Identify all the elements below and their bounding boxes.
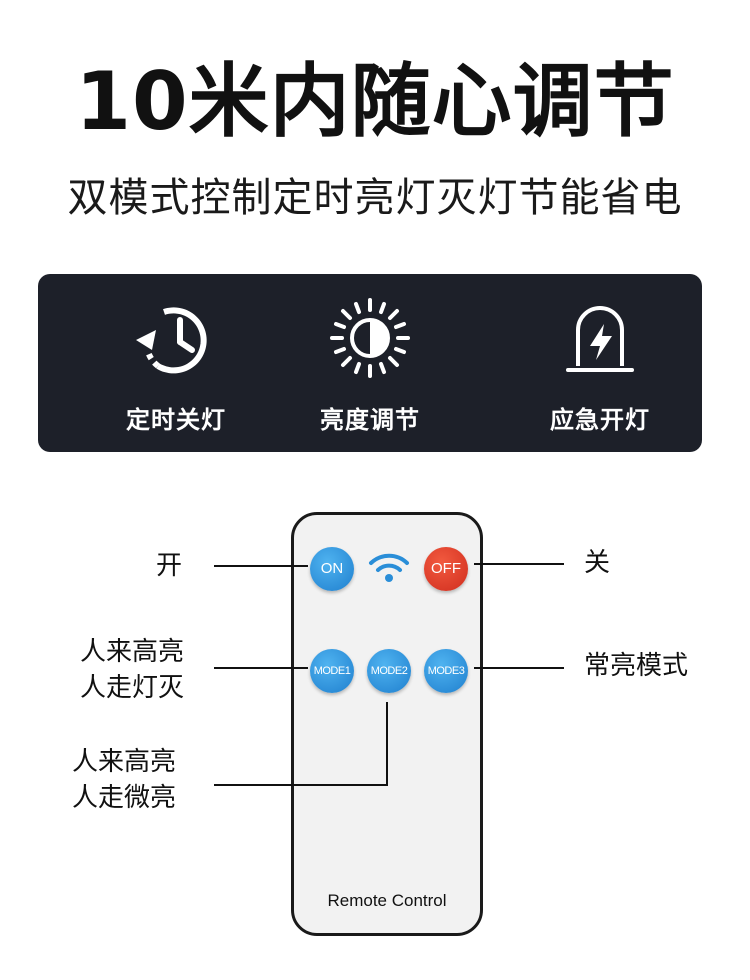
callout-off: 关 <box>584 548 611 578</box>
off-button[interactable]: OFF <box>424 547 468 591</box>
callout-mode1: 人来高亮 人走灯灭 <box>80 634 184 706</box>
feature-emergency: 应急开灯 <box>500 296 700 435</box>
mode2-button[interactable]: MODE2 <box>367 649 411 693</box>
callout-mode3: 常亮模式 <box>584 651 689 681</box>
feature-timer: 定时关灯 <box>76 296 276 435</box>
callout-mode2-line2: 人走微亮 <box>72 783 177 813</box>
callout-line-off <box>474 563 564 565</box>
timer-clock-icon <box>136 307 207 374</box>
on-button[interactable]: ON <box>310 547 354 591</box>
feature-label: 亮度调节 <box>320 406 420 434</box>
feature-label: 应急开灯 <box>550 406 650 434</box>
feature-panel: 定时关灯 亮度调节 应急开灯 <box>38 274 702 452</box>
callout-line-mode2-vertical <box>386 702 388 786</box>
mode3-button[interactable]: MODE3 <box>424 649 468 693</box>
wifi-signal-icon <box>369 553 409 582</box>
callout-line-mode3 <box>474 667 564 669</box>
callout-mode2-line1: 人来高亮 <box>72 747 177 777</box>
feature-brightness: 亮度调节 <box>270 296 470 435</box>
callout-line-mode2 <box>214 784 388 786</box>
callout-line-on <box>214 565 308 567</box>
callout-on: 开 <box>156 551 183 581</box>
page-title: 10米内随心调节 <box>75 55 675 148</box>
page-subtitle: 双模式控制定时亮灯灭灯节能省电 <box>67 175 683 221</box>
callout-mode2: 人来高亮 人走微亮 <box>72 744 176 816</box>
callout-mode1-line1: 人来高亮 <box>80 637 185 667</box>
brightness-sun-icon <box>330 298 410 378</box>
emergency-light-icon <box>566 306 634 372</box>
callout-mode1-line2: 人走灯灭 <box>80 673 185 703</box>
feature-label: 定时关灯 <box>126 406 226 434</box>
callout-line-mode1 <box>214 667 308 669</box>
remote-label: Remote Control <box>327 891 447 910</box>
mode1-button[interactable]: MODE1 <box>310 649 354 693</box>
